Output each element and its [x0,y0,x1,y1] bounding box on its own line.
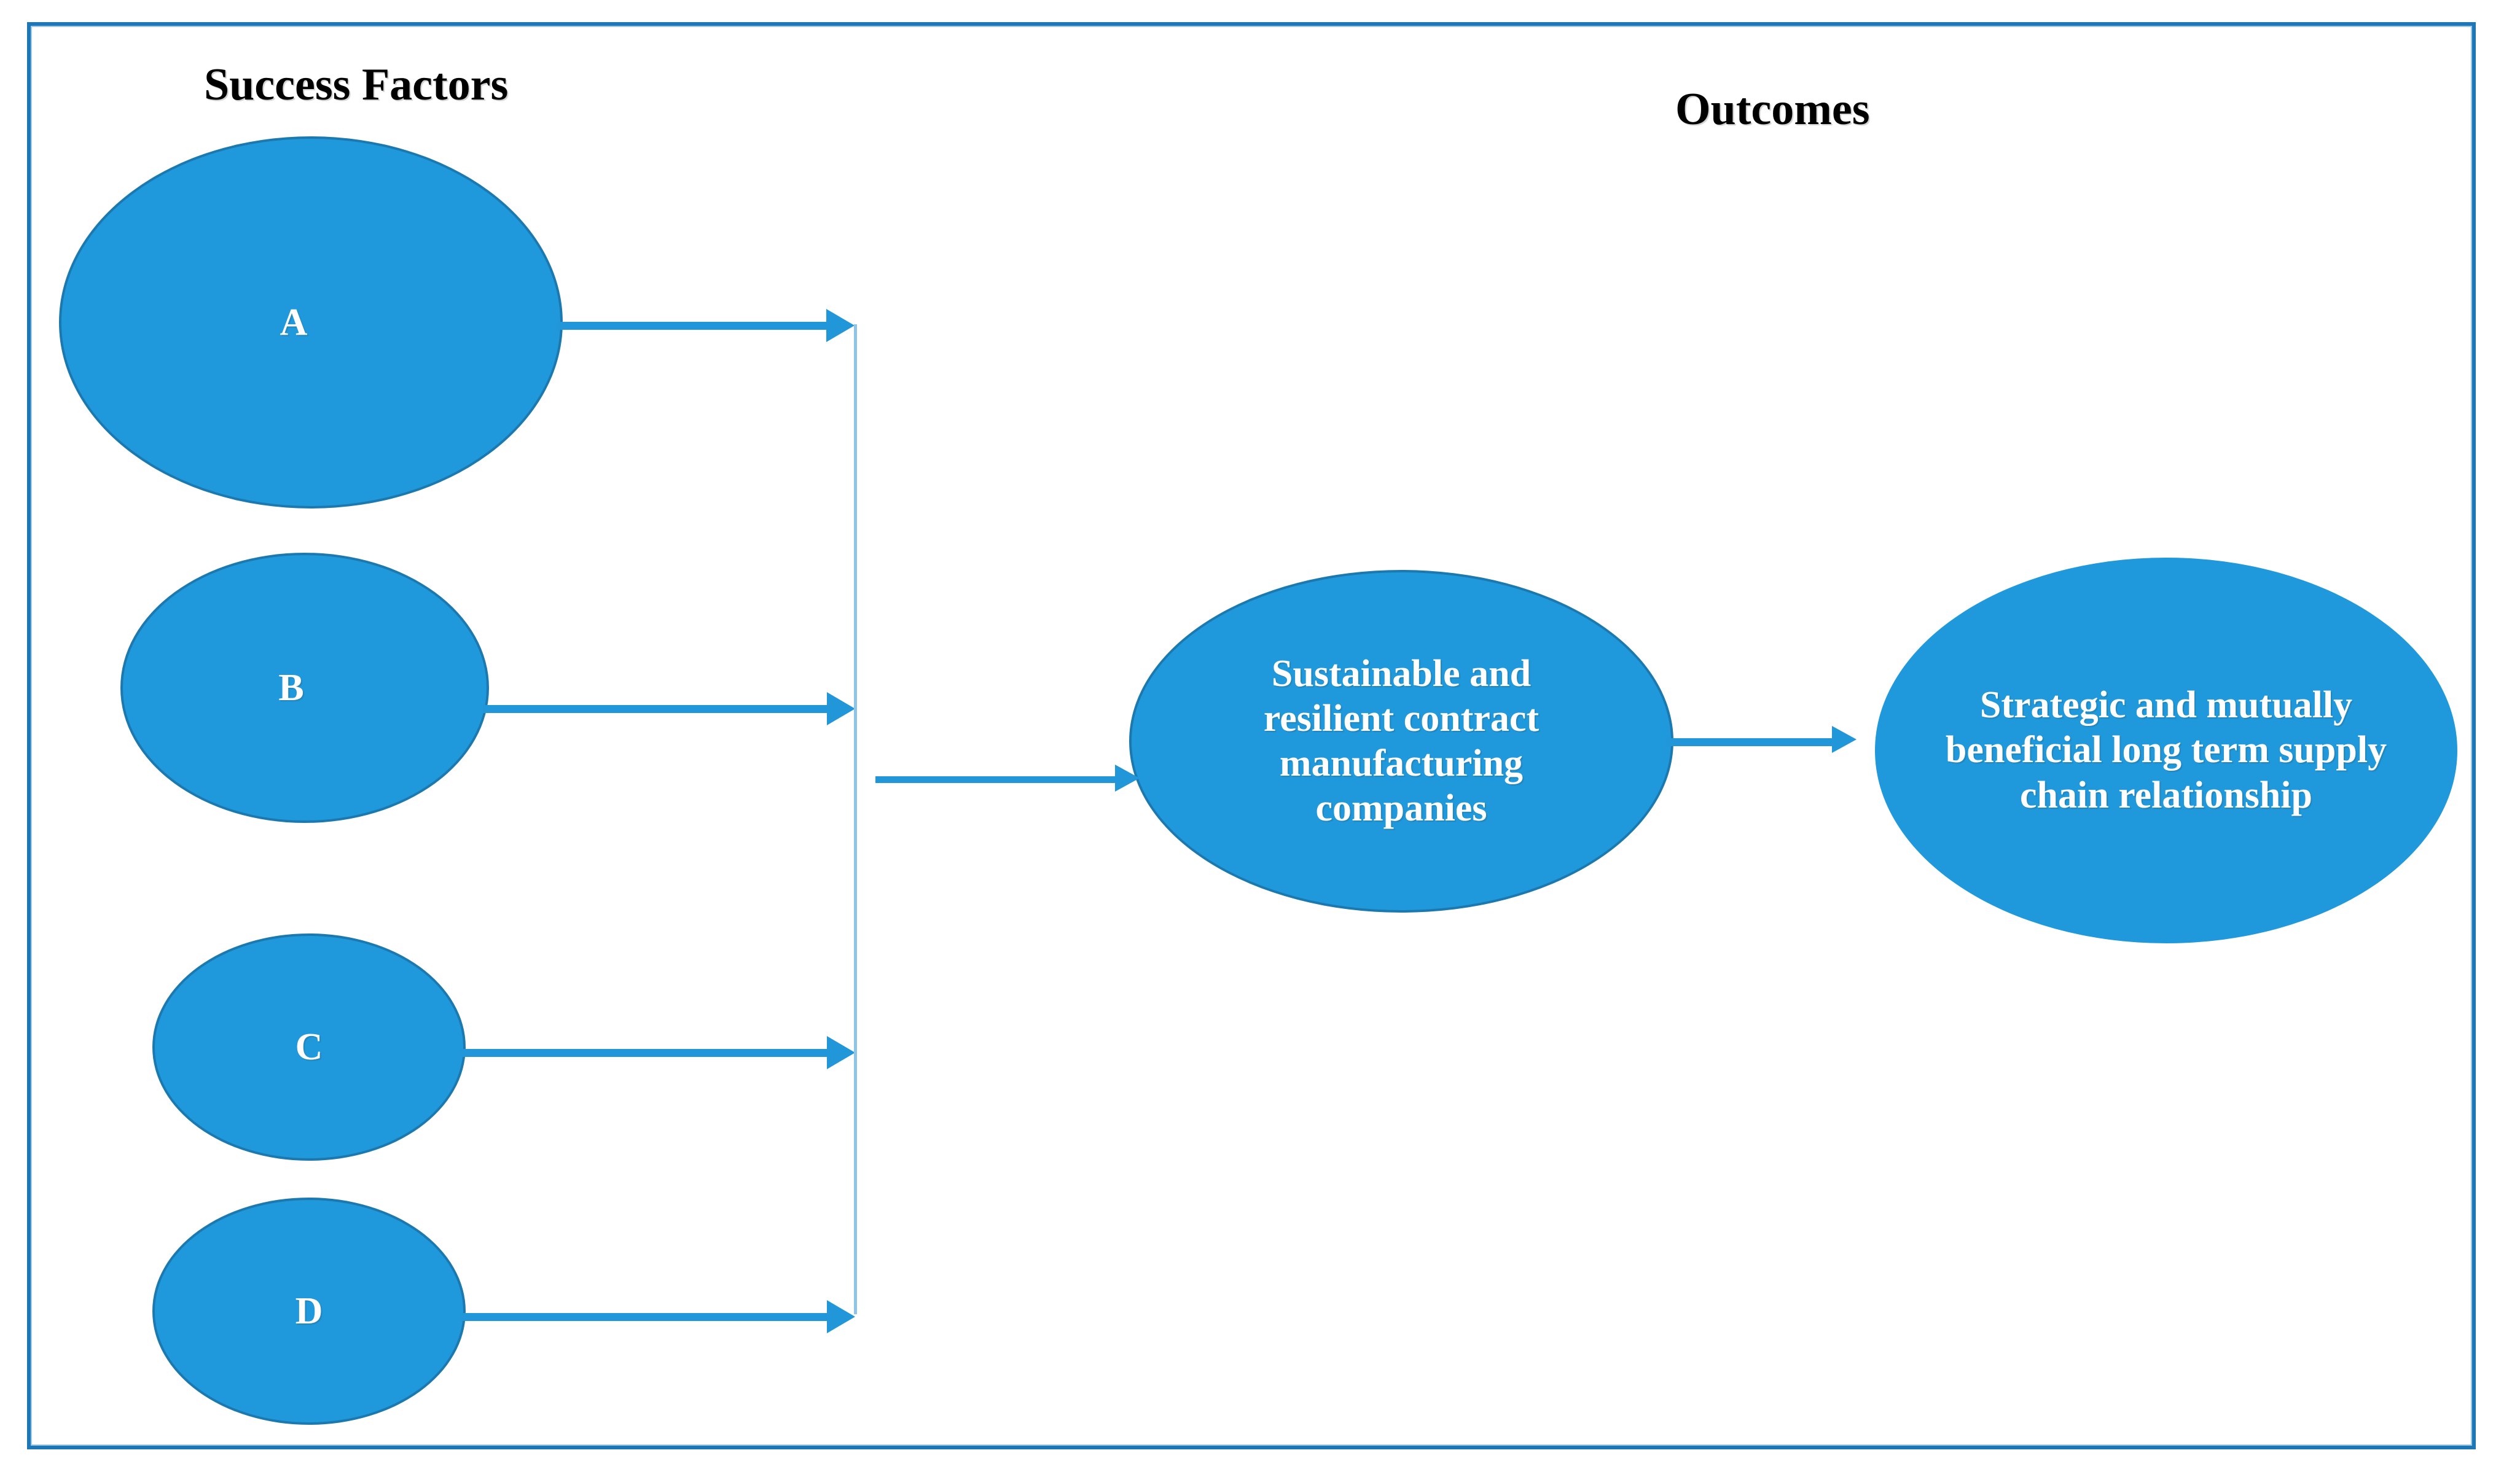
node-success-factor-d[interactable]: D [152,1198,466,1425]
connector-vertical-bus [854,324,857,1314]
column-heading-outcomes: Outcomes [1675,84,1870,134]
connector-arrowhead-a-to-bus [826,309,855,342]
connector-line-center-to-right [1666,738,1832,746]
node-success-factor-b[interactable]: B [120,553,489,823]
node-outcome-strategic-long-term-relationship[interactable]: Strategic and mutually beneficial long t… [1875,558,2457,943]
connector-arrowhead-b-to-bus [827,692,855,725]
connector-arrowhead-bus-to-center [1115,765,1140,792]
node-label-c: C [295,1026,323,1068]
node-label-center: Sustainable and resilient contract manuf… [1263,652,1540,830]
node-label-a: A [280,302,308,343]
connector-line-b-to-bus [483,705,827,713]
connector-line-a-to-bus [556,322,826,330]
connector-arrowhead-d-to-bus [827,1300,855,1333]
node-outcome-sustainable-resilient-contract-manufacturing[interactable]: Sustainable and resilient contract manuf… [1129,570,1673,913]
connector-line-d-to-bus [460,1313,827,1321]
connector-arrowhead-center-to-right [1832,726,1857,753]
node-success-factor-c[interactable]: C [152,933,466,1161]
node-label-d: D [295,1290,323,1332]
connector-line-bus-to-center [875,776,1115,783]
connector-line-c-to-bus [460,1049,827,1057]
node-label-b: B [278,667,304,709]
node-success-factor-a[interactable]: A [59,136,563,509]
connector-arrowhead-c-to-bus [827,1036,855,1069]
diagram-border [27,22,2476,1449]
column-heading-success-factors: Success Factors [204,60,509,110]
node-label-right: Strategic and mutually beneficial long t… [1945,684,2387,816]
